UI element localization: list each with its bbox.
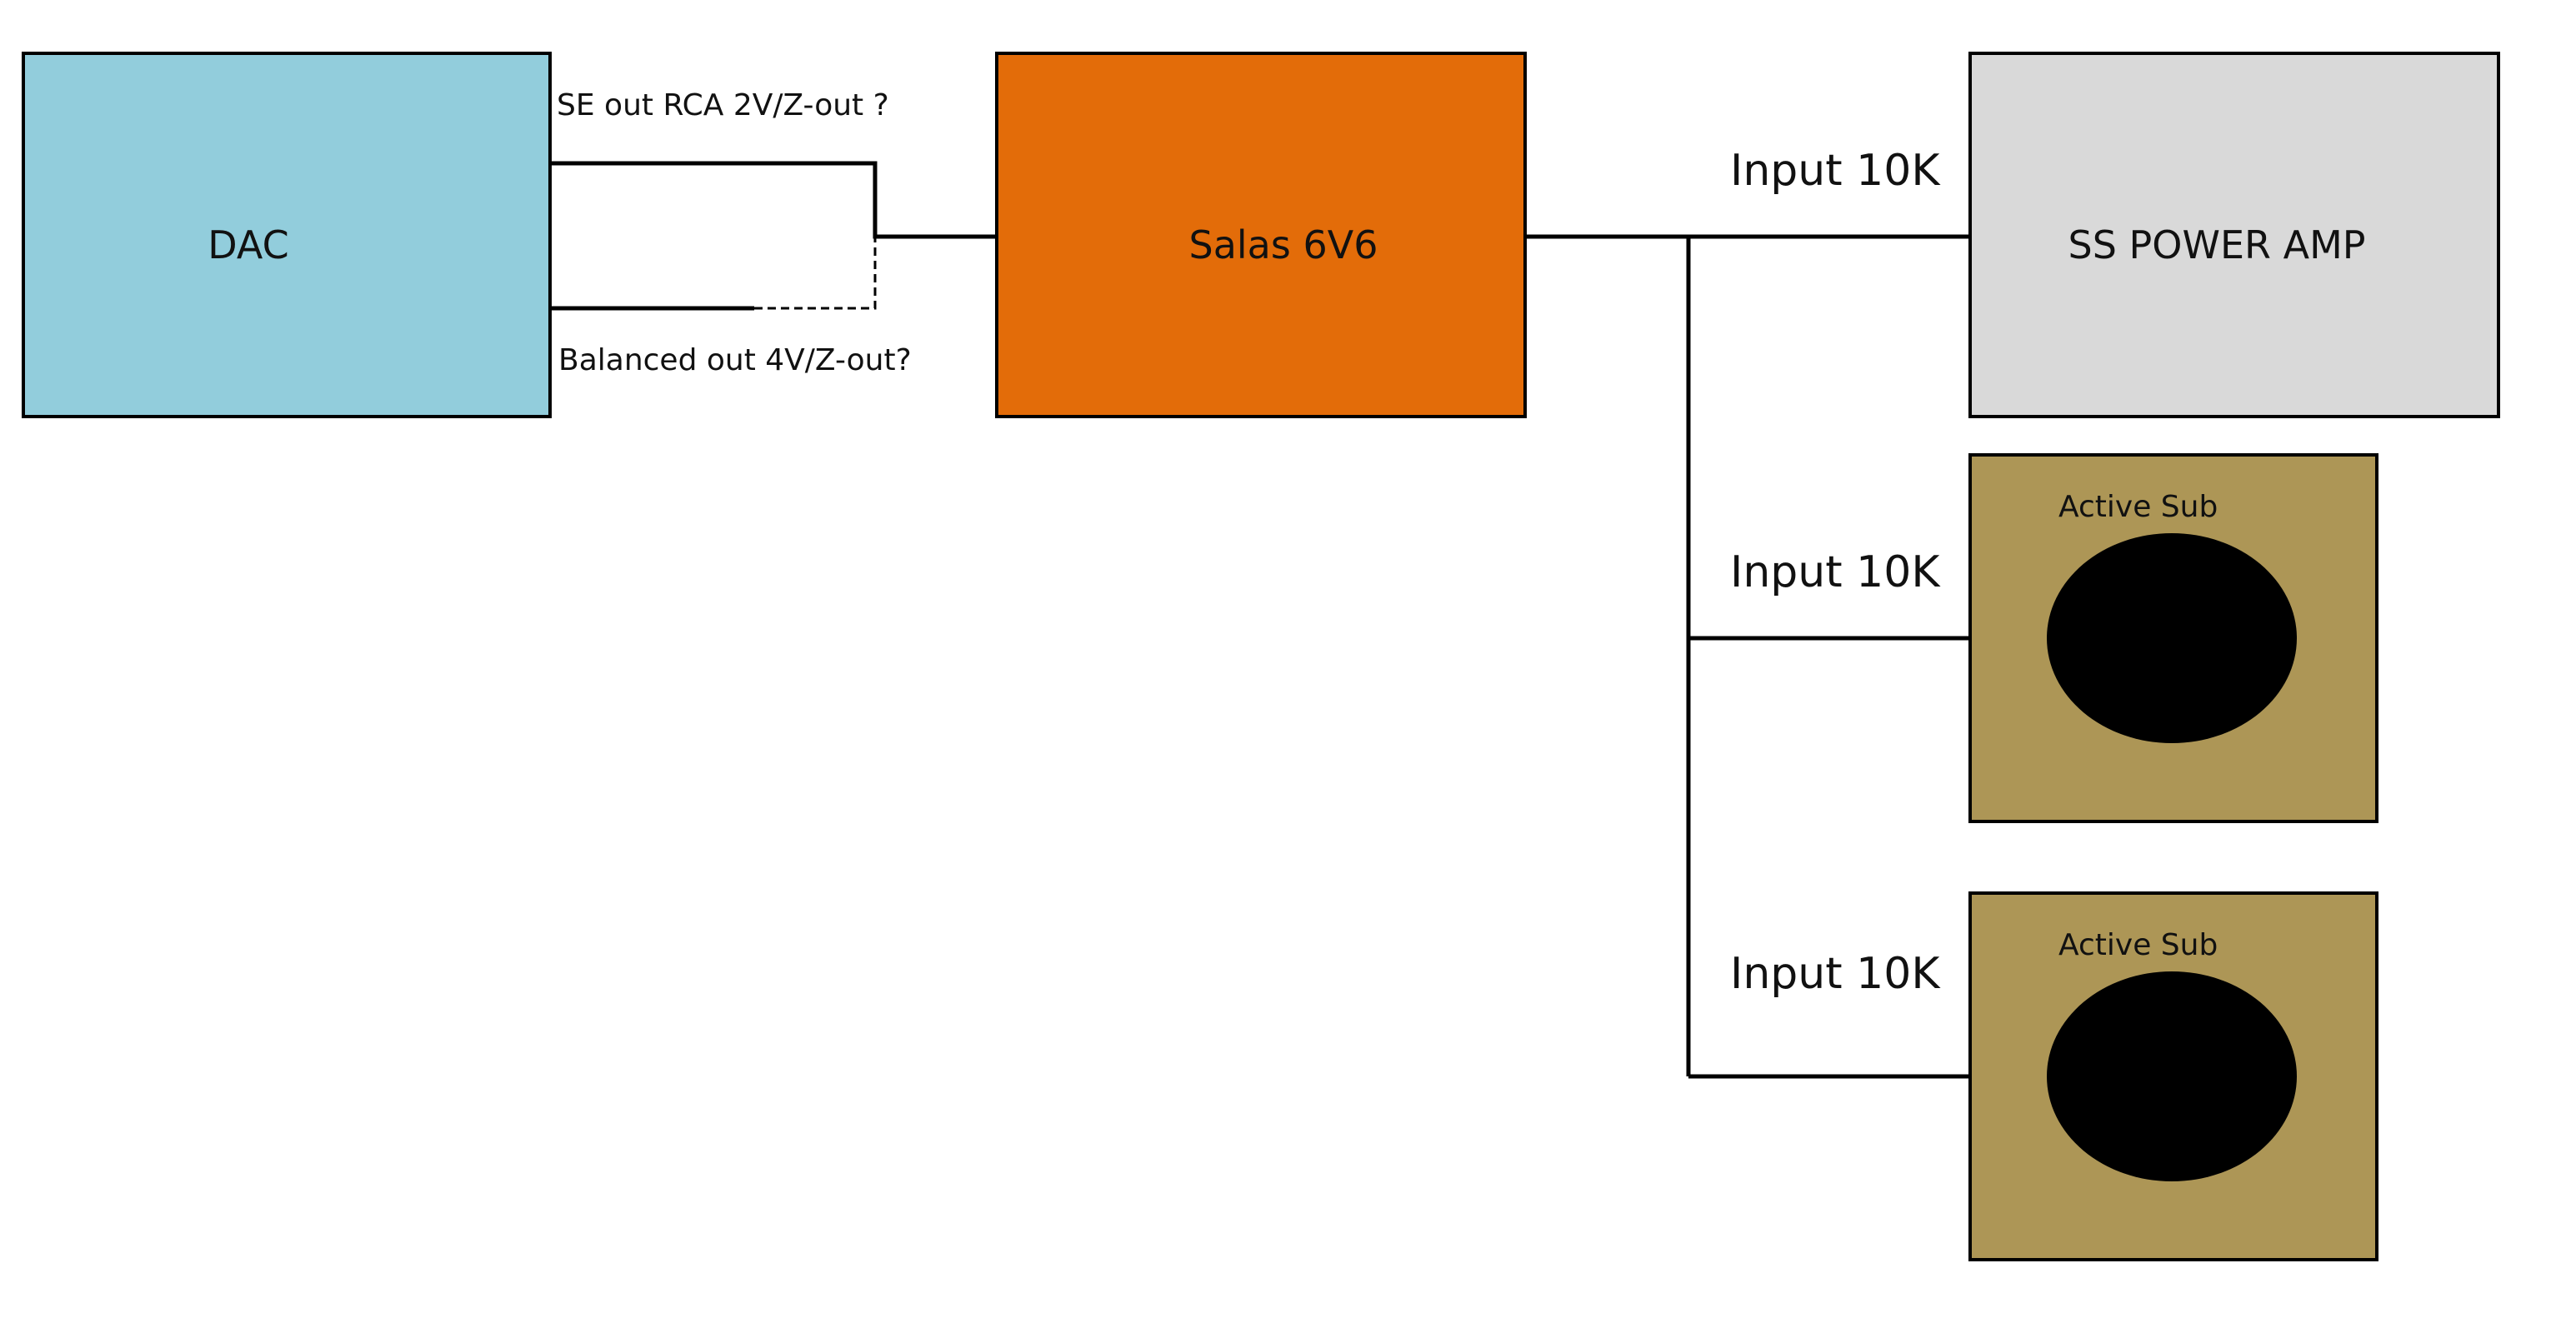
power-amp-block: SS POWER AMP xyxy=(1968,52,2500,418)
preamp-label: Salas 6V6 xyxy=(1189,222,1378,267)
power-amp-box xyxy=(1968,52,2500,418)
active-sub-1: Active Sub xyxy=(1968,453,2378,823)
balanced-out-label: Balanced out 4V/Z-out? xyxy=(558,343,912,377)
dac-label: DAC xyxy=(208,222,288,267)
preamp-box xyxy=(995,52,1527,418)
active-sub-2: Active Sub xyxy=(1968,891,2378,1261)
output-distribution-wiring: Input 10K Input 10K Input 10K xyxy=(1525,146,1970,1079)
power-amp-input-label: Input 10K xyxy=(1730,146,1941,196)
active-sub-2-label: Active Sub xyxy=(2058,928,2218,962)
se-out-wire xyxy=(550,161,997,239)
dac-to-preamp-wiring: SE out RCA 2V/Z-out ? Balanced out 4V/Z-… xyxy=(550,88,997,377)
dac-box xyxy=(22,52,552,418)
dac-block: DAC xyxy=(22,52,552,418)
power-amp-label: SS POWER AMP xyxy=(2068,222,2366,267)
sub-2-driver-icon xyxy=(2047,971,2297,1181)
balanced-out-dashed-link xyxy=(754,237,877,310)
preamp-block: Salas 6V6 xyxy=(995,52,1527,418)
se-out-label: SE out RCA 2V/Z-out ? xyxy=(557,88,889,122)
sub-1-input-label: Input 10K xyxy=(1730,547,1941,597)
sub-2-input-label: Input 10K xyxy=(1730,949,1941,999)
active-sub-1-label: Active Sub xyxy=(2058,490,2218,524)
sub-1-driver-icon xyxy=(2047,533,2297,743)
